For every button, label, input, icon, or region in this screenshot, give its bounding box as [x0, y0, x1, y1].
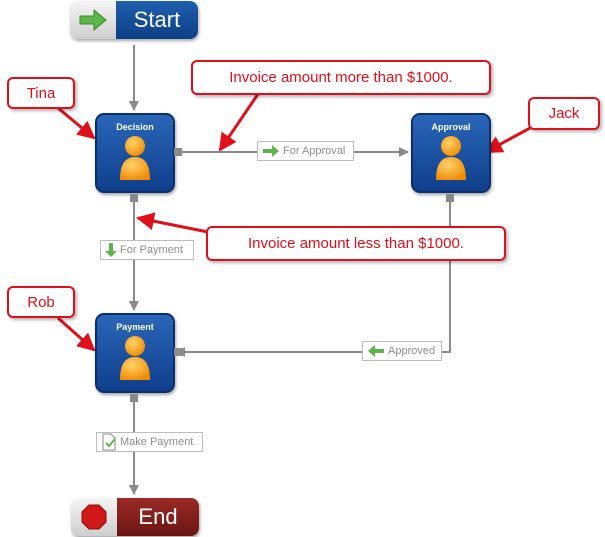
person-icon — [436, 136, 466, 180]
transition-approved[interactable]: Approved — [362, 341, 442, 361]
connector-approval-payment — [175, 198, 451, 357]
stop-octagon-icon — [71, 498, 117, 536]
decision-handle-bottom[interactable] — [130, 194, 138, 202]
arrow-right-icon — [70, 1, 116, 39]
payment-node[interactable]: Payment — [95, 313, 175, 393]
start-label: Start — [116, 1, 198, 39]
callout-rob: Rob — [7, 286, 75, 318]
transition-label: For Payment — [120, 244, 183, 256]
payment-title: Payment — [116, 322, 154, 332]
callout-less-than: Invoice amount less than $1000. — [206, 226, 506, 261]
callout-arrow-less-than — [136, 212, 209, 234]
transition-for-payment[interactable]: For Payment — [100, 240, 194, 260]
callout-jack: Jack — [528, 97, 600, 130]
callout-arrow-more-than — [218, 93, 260, 152]
document-check-icon — [102, 433, 116, 451]
decision-node[interactable]: Decision — [95, 113, 175, 193]
transition-label: Approved — [388, 345, 436, 357]
approval-node[interactable]: Approval — [411, 113, 491, 193]
approval-handle-bottom[interactable] — [446, 194, 454, 202]
transition-for-approval[interactable]: For Approval — [257, 141, 354, 161]
callout-arrow-jack — [484, 126, 531, 154]
arrow-down-icon — [105, 243, 117, 257]
callout-text: Jack — [548, 105, 580, 122]
callout-text: Invoice amount less than $1000. — [248, 235, 464, 252]
start-node[interactable]: Start — [70, 1, 198, 39]
callout-text: Tina — [26, 84, 56, 102]
callout-arrow-tina — [57, 106, 96, 140]
arrow-left-icon — [368, 345, 384, 357]
decision-title: Decision — [116, 122, 154, 132]
transition-make-payment[interactable]: Make Payment — [96, 432, 203, 452]
callout-text: Rob — [27, 293, 55, 311]
payment-handle-right[interactable] — [174, 348, 182, 356]
callout-more-than: Invoice amount more than $1000. — [191, 60, 491, 95]
end-label: End — [117, 498, 199, 536]
person-icon — [120, 336, 150, 380]
end-node[interactable]: End — [71, 498, 199, 536]
arrow-right-icon — [263, 145, 279, 157]
callout-arrow-rob — [57, 316, 96, 352]
decision-handle-right[interactable] — [174, 148, 182, 156]
callout-text: Invoice amount more than $1000. — [229, 69, 453, 86]
approval-title: Approval — [431, 122, 471, 132]
callout-tina: Tina — [7, 77, 75, 109]
transition-label: For Approval — [283, 145, 346, 157]
payment-handle-bottom[interactable] — [130, 394, 138, 402]
transition-label: Make Payment — [120, 436, 194, 448]
person-icon — [120, 136, 150, 180]
